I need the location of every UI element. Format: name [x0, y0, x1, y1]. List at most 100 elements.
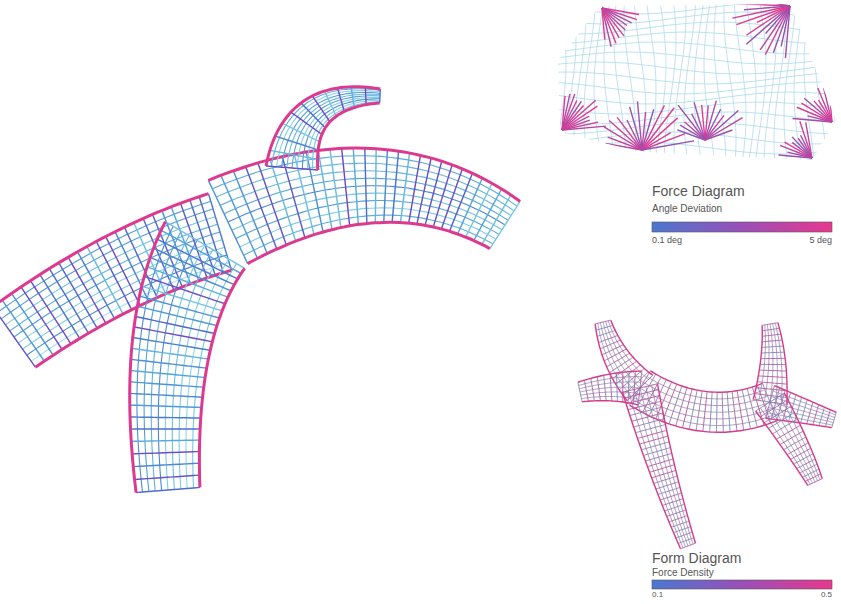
fan-line: [705, 130, 732, 140]
mesh-line: [580, 387, 640, 392]
mesh-line: [270, 150, 318, 159]
mesh-line: [133, 463, 199, 466]
mesh-line: [550, 72, 835, 84]
mesh-line: [550, 42, 835, 54]
mesh-line: [136, 487, 200, 492]
mesh-line: [154, 248, 235, 284]
mesh-line: [597, 377, 600, 401]
mesh-line: [604, 349, 626, 361]
mesh-line: [628, 372, 629, 403]
fan-line: [732, 6, 790, 18]
mesh-line: [133, 338, 211, 351]
mesh-line: [819, 407, 824, 426]
mesh-line: [131, 440, 199, 441]
legend-title: Force Diagram: [652, 183, 745, 200]
scale-value: 0.5: [821, 590, 832, 600]
legend-title: Form Diagram: [652, 550, 741, 567]
mesh-line: [676, 532, 692, 538]
mesh-line: [581, 392, 640, 395]
mesh-line: [130, 405, 202, 407]
mesh-line: [650, 465, 675, 473]
mesh-line: [772, 419, 797, 434]
mesh-edge: [0, 194, 209, 307]
mesh-line: [365, 87, 367, 104]
mesh-line: [759, 370, 786, 372]
fan-line: [824, 88, 832, 122]
mesh-line: [597, 330, 615, 336]
fan-line: [744, 6, 790, 10]
mesh-line: [482, 195, 511, 244]
mesh-line: [652, 385, 693, 544]
mesh-line: [710, 392, 712, 432]
mesh-line: [764, 406, 791, 422]
mesh-line: [633, 371, 635, 404]
mesh-line: [612, 361, 636, 378]
mesh-line: [696, 391, 702, 431]
scale-value: 5 deg: [809, 235, 832, 246]
mesh-line: [645, 453, 671, 461]
mesh-line: [266, 166, 318, 170]
mesh-line: [604, 375, 607, 400]
mesh-line: [671, 521, 689, 527]
mesh-line: [68, 257, 106, 323]
mesh-line: [379, 89, 381, 103]
fan-line: [678, 105, 705, 140]
mesh-line: [87, 247, 123, 315]
mesh-line: [574, 0, 586, 165]
mesh-edge: [657, 384, 695, 543]
mesh-line: [780, 431, 803, 444]
mesh-line: [246, 167, 277, 249]
mesh-edge: [130, 222, 166, 493]
mesh-line: [703, 392, 707, 432]
mesh-line: [814, 0, 826, 165]
mesh-line: [610, 374, 612, 401]
fan-line: [642, 141, 694, 150]
mesh-line: [165, 222, 244, 269]
mesh-line: [768, 413, 794, 429]
mesh-line: [790, 448, 810, 459]
fan-line: [642, 134, 685, 150]
fan-line: [818, 88, 832, 122]
mesh-line: [760, 364, 786, 365]
mesh-line: [433, 165, 452, 227]
mesh-line: [603, 322, 640, 388]
mesh-line: [130, 417, 201, 418]
mesh-line: [808, 479, 822, 486]
mesh-line: [755, 0, 766, 165]
mesh-line: [466, 183, 492, 237]
mesh-edge: [756, 411, 808, 485]
mesh-line: [662, 499, 683, 506]
shell-mesh: [0, 87, 520, 493]
mesh-line: [131, 359, 207, 368]
scale-value: 0.1: [652, 590, 663, 600]
mesh-line: [392, 151, 398, 222]
mesh-line: [824, 0, 836, 165]
mesh-line: [616, 373, 618, 401]
mesh-line: [130, 393, 203, 397]
mesh-line: [342, 148, 350, 225]
mesh-line: [78, 252, 115, 319]
mesh-line: [139, 296, 219, 318]
mesh-line: [716, 392, 718, 432]
mesh-line: [628, 391, 683, 548]
fan-line: [562, 106, 597, 130]
mesh-edge: [248, 222, 490, 263]
mesh-line: [150, 257, 231, 290]
mesh-line: [646, 0, 656, 165]
fan-line: [694, 102, 705, 140]
mesh-line: [353, 148, 358, 224]
mesh-line: [639, 436, 667, 444]
mesh-line: [96, 241, 131, 309]
mesh-line: [564, 0, 576, 165]
mesh-line: [600, 340, 620, 349]
mesh-line: [0, 307, 35, 367]
mesh-line: [694, 0, 704, 165]
mesh-line: [474, 189, 502, 241]
mesh-line: [652, 470, 676, 477]
mesh-edge: [650, 371, 762, 392]
mesh-edge: [784, 393, 822, 479]
mesh-line: [132, 348, 209, 359]
force-diagram: [550, 0, 836, 165]
mesh-line: [797, 459, 815, 469]
